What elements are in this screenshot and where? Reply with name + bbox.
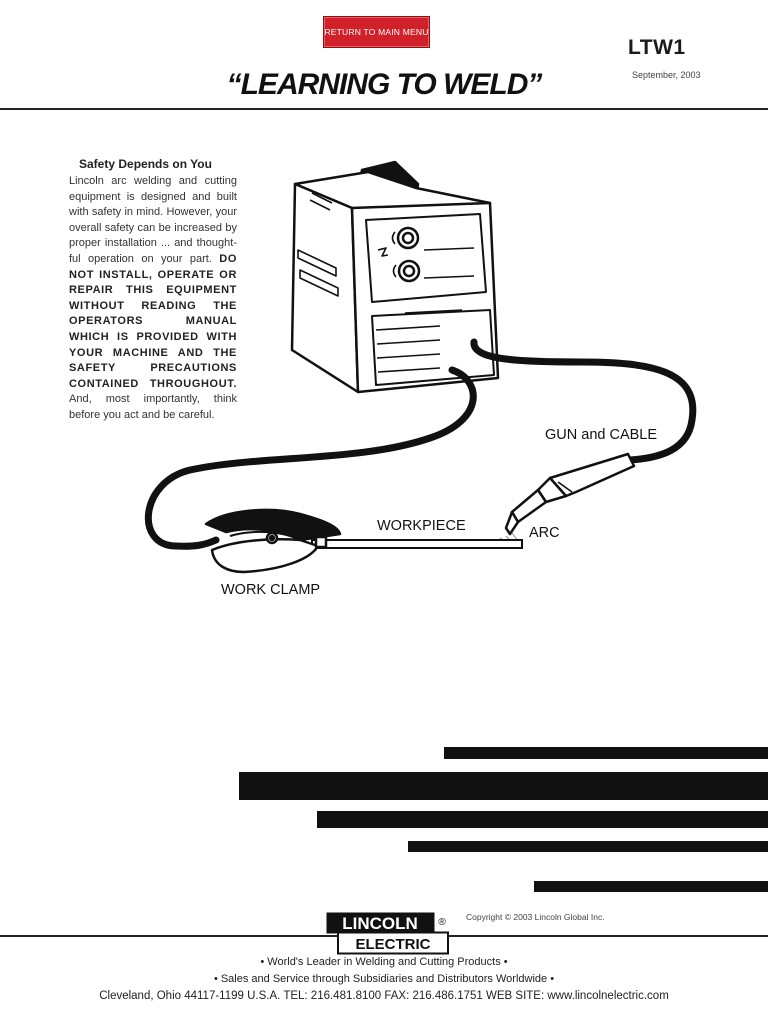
work-cable (144, 366, 477, 550)
logo-registered-mark: ® (438, 917, 446, 928)
lincoln-electric-logo: LINCOLN ® ELECTRIC (326, 912, 449, 955)
arc-label: ARC (529, 525, 560, 541)
page-title: “LEARNING TO WELD” (226, 68, 543, 101)
decorative-bar (534, 881, 768, 892)
decorative-bar (408, 841, 768, 852)
gun-cable (470, 338, 697, 464)
contact-info: Cleveland, Ohio 44117-1199 U.S.A. TEL: 2… (99, 990, 669, 1002)
safety-intro-text: Lincoln arc welding and cutting equipmen… (69, 175, 237, 265)
safety-heading: Safety Depends on You (79, 157, 212, 171)
document-date: September, 2003 (632, 70, 701, 80)
safety-warning-text: DO NOT INSTALL, OPERATE OR REPAIR THIS E… (69, 252, 237, 390)
safety-outro-text: And, most importantly, think before you … (69, 393, 237, 421)
document-code: LTW1 (628, 36, 686, 59)
workpiece-bar (311, 539, 523, 549)
workpiece-label: WORKPIECE (377, 518, 466, 534)
tagline-sales: • Sales and Service through Subsidiaries… (213, 973, 555, 985)
work-clamp-label: WORK CLAMP (221, 582, 321, 598)
gun-and-cable-label: GUN and CABLE (545, 427, 658, 443)
welding-gun-icon (504, 452, 636, 536)
decorative-bar (444, 747, 768, 759)
decorative-bar (317, 811, 768, 828)
tagline-products: • World's Leader in Welding and Cutting … (260, 956, 508, 968)
copyright-text: Copyright © 2003 Lincoln Global Inc. (466, 912, 605, 922)
logo-lincoln-text: LINCOLN (342, 914, 418, 933)
top-divider (0, 108, 768, 110)
welder-machine-icon (290, 160, 500, 394)
decorative-bar (239, 772, 768, 800)
work-clamp-icon (204, 508, 342, 574)
return-to-main-menu-button[interactable]: RETURN TO MAIN MENU (323, 16, 430, 48)
logo-electric-text: ELECTRIC (356, 936, 431, 953)
welding-setup-illustration (144, 160, 697, 574)
safety-paragraph: Lincoln arc welding and cutting equipmen… (69, 174, 237, 424)
